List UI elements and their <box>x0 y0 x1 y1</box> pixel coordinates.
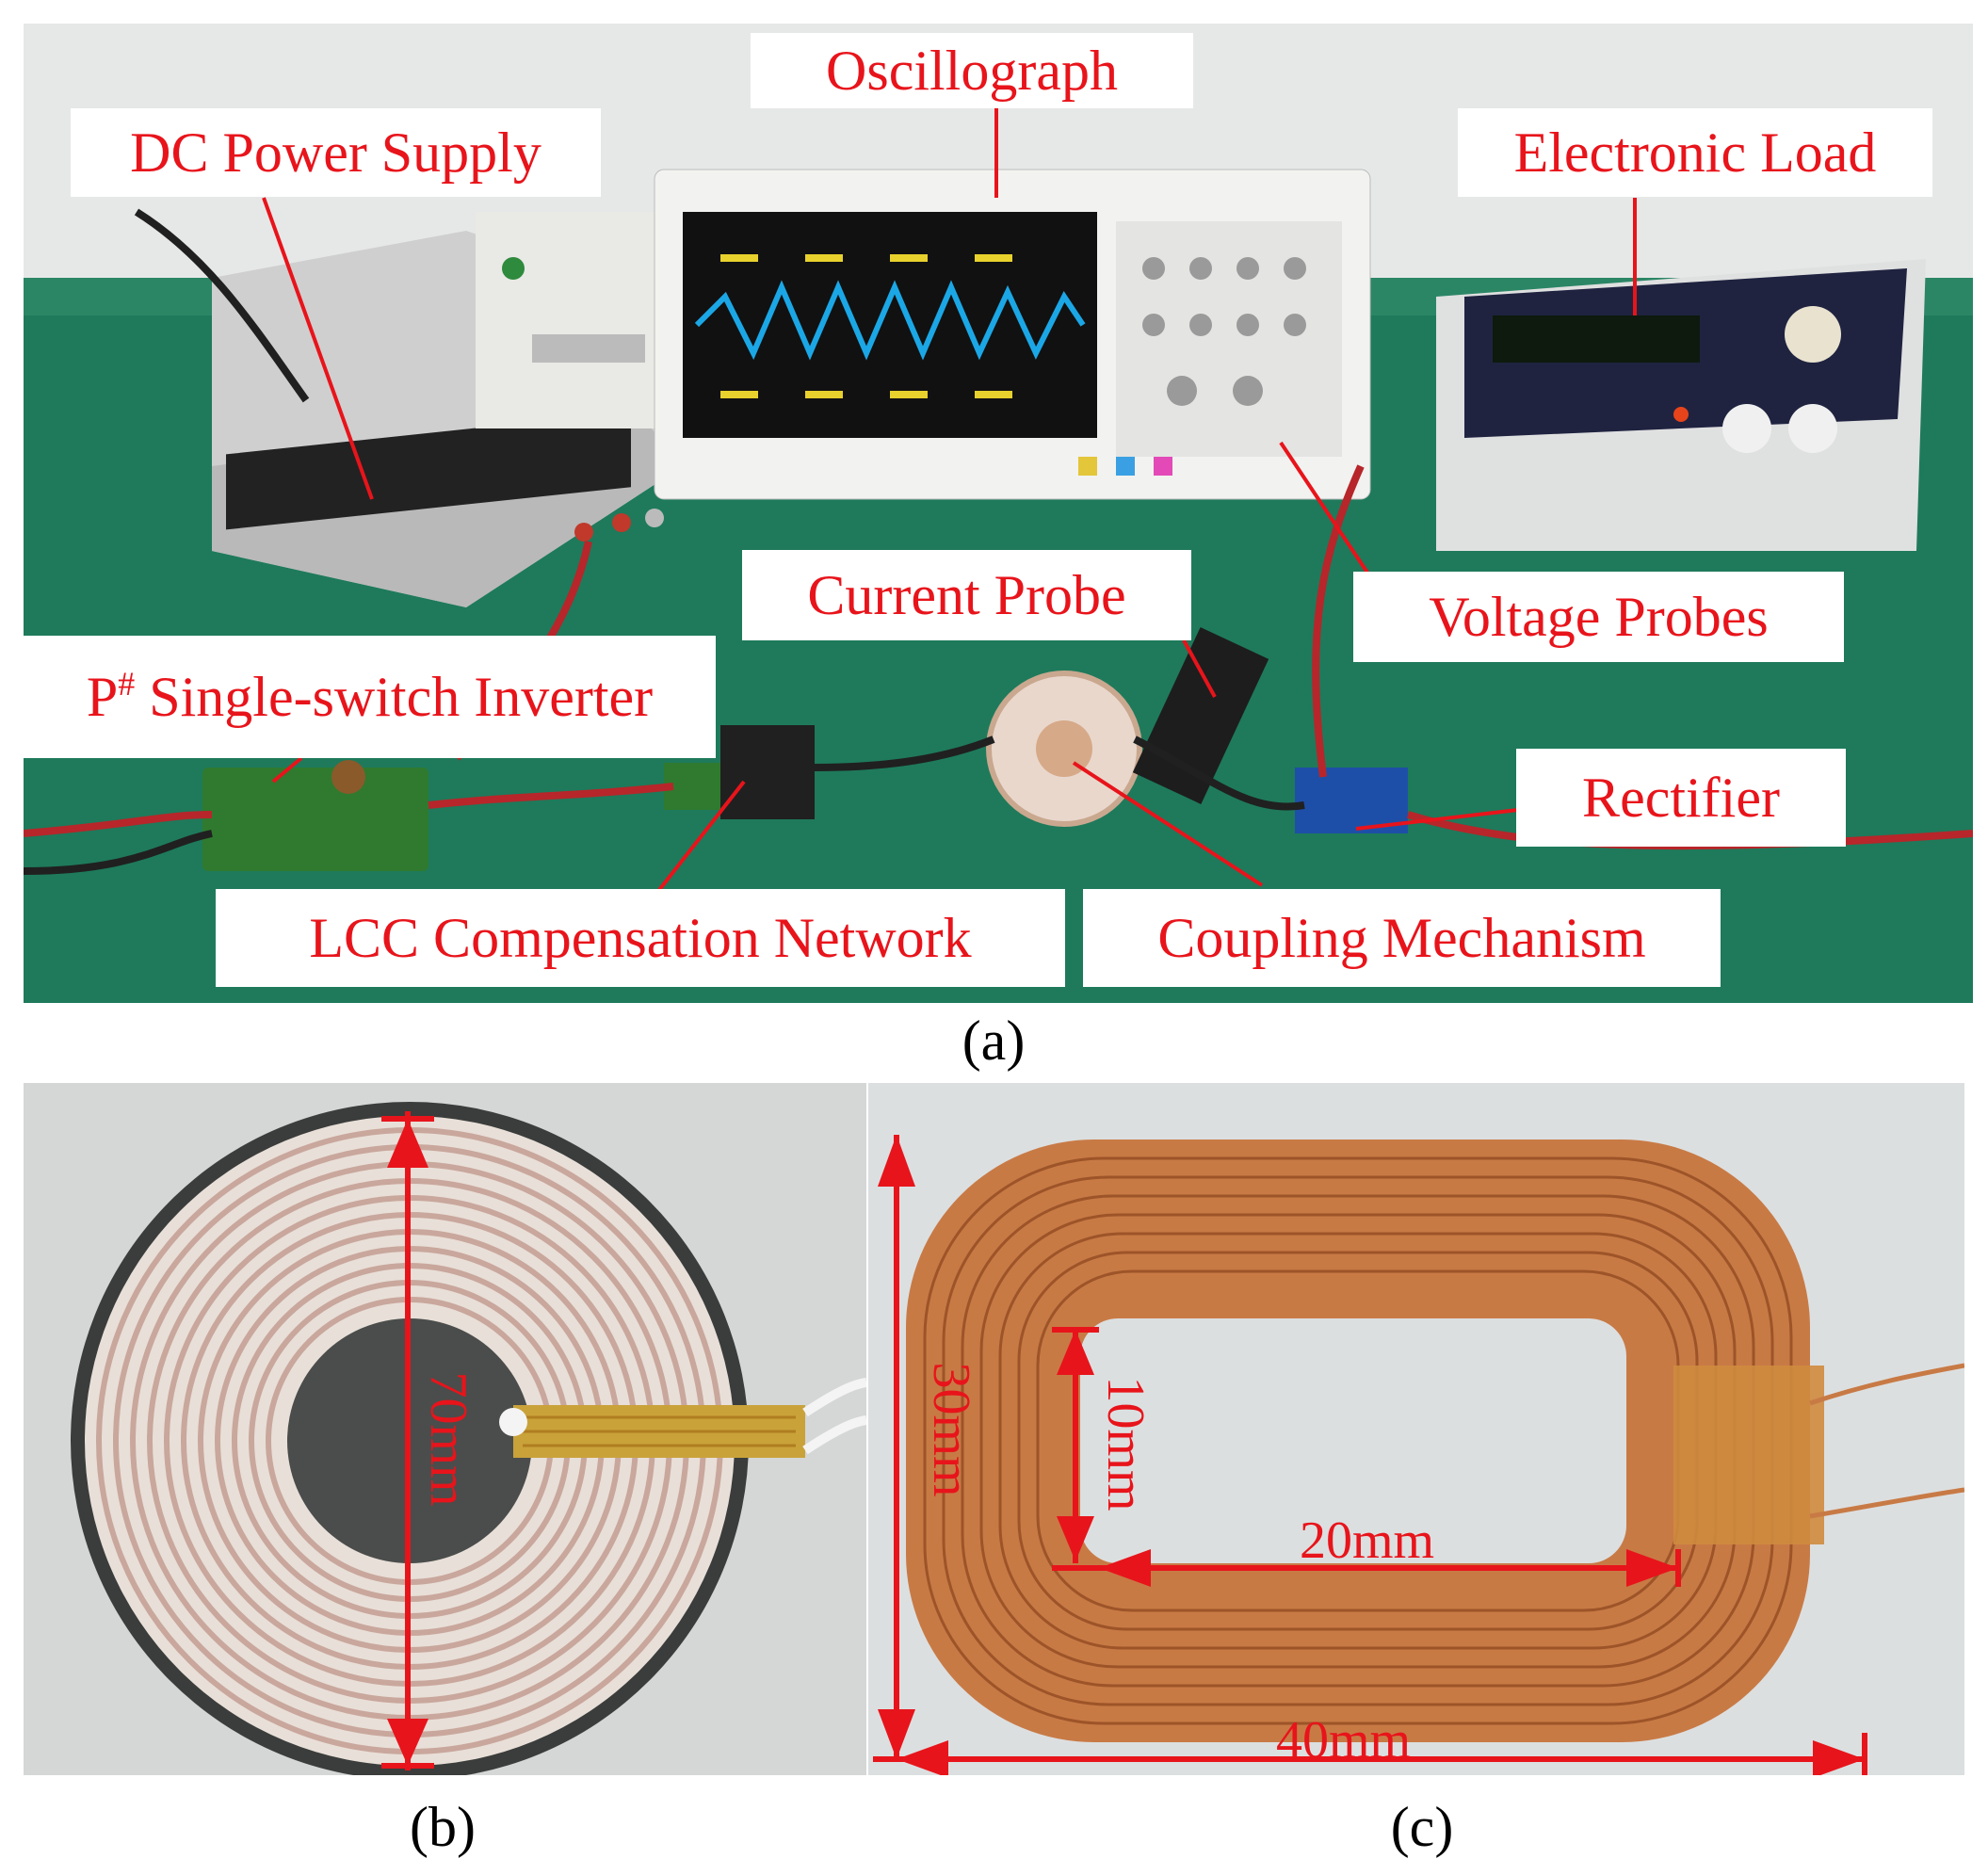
label-coupling-mechanism: Coupling Mechanism <box>1083 889 1721 987</box>
panel-a-photo <box>24 24 1973 1003</box>
bench-boards <box>202 627 1408 871</box>
label-single-switch-inverter: P# Single-switch Inverter <box>24 636 716 758</box>
caption-a: (a) <box>962 1010 1026 1072</box>
panel-c-photo <box>868 1083 1964 1775</box>
label-lcc-compensation-network: LCC Compensation Network <box>216 889 1065 987</box>
dimension-40mm: 40mm <box>1276 1711 1412 1770</box>
label-dc-power-supply: DC Power Supply <box>71 108 601 197</box>
dc-power-supply-device <box>212 212 683 607</box>
inverter-superscript: # <box>118 665 136 703</box>
panel-b-photo <box>24 1083 866 1775</box>
label-rectifier: Rectifier <box>1516 749 1846 847</box>
label-current-probe: Current Probe <box>742 550 1191 640</box>
caption-b: (b) <box>410 1796 476 1858</box>
panel-a-leader-lines <box>262 108 1637 892</box>
inverter-label-rest: Single-switch Inverter <box>135 666 654 728</box>
oscilloscope-device <box>654 169 1371 500</box>
label-voltage-probes: Voltage Probes <box>1353 572 1844 662</box>
dimension-70mm: 70mm <box>419 1371 477 1507</box>
dimension-30mm: 30mm <box>922 1362 980 1497</box>
label-oscillograph: Oscillograph <box>751 33 1193 108</box>
caption-c: (c) <box>1390 1796 1454 1858</box>
dimension-20mm: 20mm <box>1300 1511 1435 1570</box>
label-electronic-load: Electronic Load <box>1458 108 1932 197</box>
dimension-10mm: 10mm <box>1096 1376 1155 1511</box>
inverter-prefix: P <box>86 666 119 728</box>
electronic-load-device <box>1436 259 1926 551</box>
